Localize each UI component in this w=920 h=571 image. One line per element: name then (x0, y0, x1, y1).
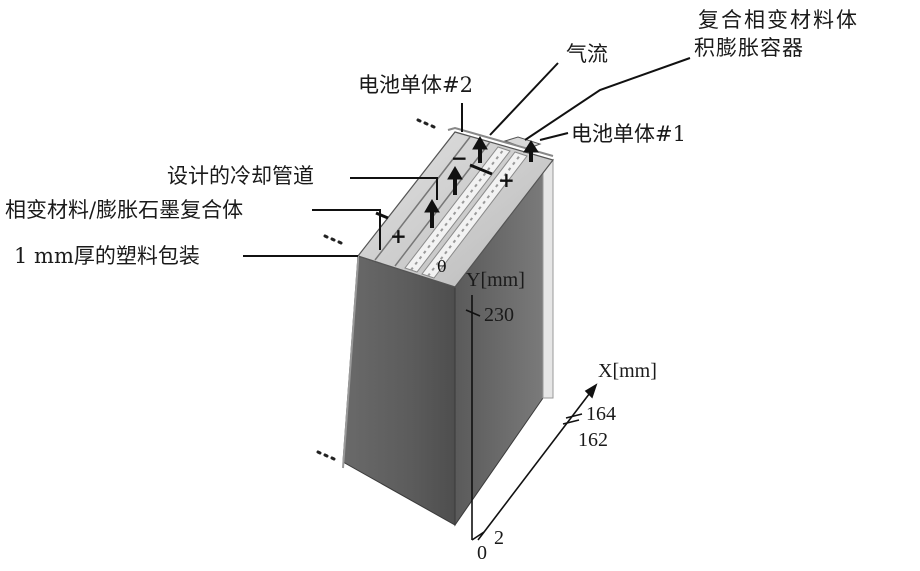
plastic-edge-top (447, 126, 554, 157)
terminal-dash-2 (469, 163, 493, 176)
channel-texture (410, 148, 505, 271)
label-expansion-container-line2: 积膨胀容器 (694, 36, 804, 60)
top-cell-divider-1 (374, 136, 471, 261)
top-cell-divider-2 (394, 141, 491, 267)
terminal-minus-1: − (451, 146, 468, 170)
axis-x-label: X[mm] (598, 360, 657, 382)
label-plastic-package: 1 mm厚的塑料包装 (14, 244, 200, 268)
airflow-arrows (424, 136, 539, 228)
axis-y-label: Y[mm] (466, 269, 525, 291)
theta-symbol: θ (437, 257, 447, 276)
leader-lines (243, 57, 691, 257)
terminal-plus-1: + (390, 224, 407, 248)
cooling-channel-strip-2 (421, 151, 528, 279)
label-airflow: 气流 (566, 42, 608, 66)
label-cooling-channel: 设计的冷却管道 (167, 164, 314, 188)
label-cell1: 电池单体#1 (571, 122, 686, 146)
terminal-plus-2: + (498, 168, 515, 192)
axis-y-tick: 230 (484, 304, 514, 326)
label-expansion-container-line1: 复合相变材料体 (698, 8, 859, 32)
channel-texture-2 (427, 153, 522, 277)
label-pcm-composite: 相变材料/膨胀石墨复合体 (5, 198, 244, 222)
axis-x-tick-a: 164 (586, 403, 616, 425)
cooling-channel-strip (404, 146, 511, 273)
axis-z-tick: 2 (494, 527, 504, 549)
axis-x-tick-b: 162 (578, 429, 608, 451)
label-cell2: 电池单体#2 (358, 73, 473, 97)
continuation-dots (316, 118, 436, 461)
terminal-dash-1 (375, 211, 389, 220)
axis-origin: 0 (477, 542, 487, 564)
coordinate-axes (465, 295, 598, 541)
plastic-edge-left (342, 256, 359, 469)
edge-strip (542, 158, 554, 399)
front-face (342, 255, 456, 526)
